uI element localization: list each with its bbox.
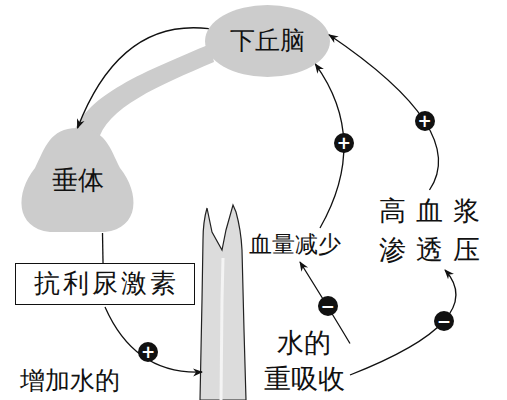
condition-text: 血量减少 [245,228,345,262]
hormone-box: 抗利尿激素 [15,263,195,305]
connector-arrow [350,270,456,375]
hormone-arrow [105,307,202,372]
node-text: 水的 重吸收 [262,325,347,398]
caption-fragment: 增加水的 [20,366,120,396]
connector-arrow [78,28,209,128]
sign-symbol: + [138,342,158,362]
brain-region: 下丘脑 [205,5,330,77]
condition-text: 高血浆 渗透压 [362,190,497,270]
node-text: 高血浆 渗透压 [367,191,493,269]
connector-arrow [329,35,438,190]
sign-symbol: + [415,111,435,131]
sign-symbol: − [318,296,338,316]
process-text: 水的 重吸收 [258,326,350,396]
pituitary-stalk [72,44,214,142]
sign-symbol: + [334,133,354,153]
node-text: 血量减少 [249,231,341,259]
ellipse-fill [205,5,330,77]
blob-fill [21,128,133,232]
gland-shape: 垂体 [15,128,140,233]
node-text: 下丘脑 [230,26,305,56]
node-text: 抗利尿激素 [31,268,179,299]
sign-symbol: − [434,311,454,331]
node-text: 垂体 [52,165,104,196]
connector-arrow [102,233,104,263]
tubule-lumen [221,258,223,400]
kidney-tubule [200,205,246,400]
